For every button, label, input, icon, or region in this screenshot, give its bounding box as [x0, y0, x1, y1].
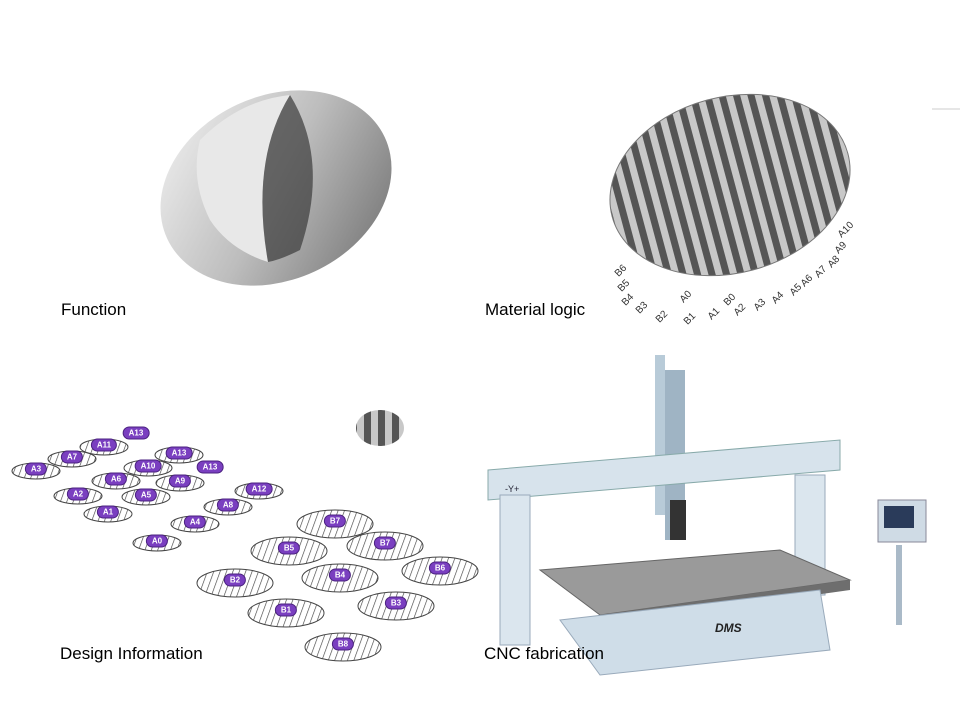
- design-piece-tag: A6: [104, 472, 128, 486]
- caption-cnc-fabrication: CNC fabrication: [484, 644, 604, 663]
- design-piece-tag: B7: [373, 536, 397, 550]
- design-piece-tag: A0: [145, 534, 169, 548]
- machine-axis-label: -Y+: [505, 484, 519, 494]
- design-piece-tag: A12: [245, 482, 273, 496]
- design-piece-tag: B7: [323, 514, 347, 528]
- design-piece-tag: A13: [165, 446, 193, 460]
- caption-function: Function: [61, 300, 127, 319]
- design-piece-tag: A10: [134, 459, 162, 473]
- function-shell-render: [160, 90, 392, 286]
- design-piece-tag: A2: [66, 487, 90, 501]
- design-piece-tag: A5: [134, 488, 158, 502]
- design-pieces: [11, 438, 479, 662]
- caption-design-information: Design Information: [60, 644, 203, 663]
- design-piece-tag: B1: [274, 603, 298, 617]
- design-piece-tag: B3: [384, 596, 408, 610]
- design-piece-tag: A8: [216, 498, 240, 512]
- design-piece-tag: A11: [90, 438, 118, 452]
- design-piece-tag: A7: [60, 450, 84, 464]
- design-piece-tag: A13: [196, 460, 224, 474]
- design-piece-tag: A1: [96, 505, 120, 519]
- design-piece-tag: B5: [277, 541, 301, 555]
- design-piece-tag: A3: [24, 462, 48, 476]
- design-piece-tag: A4: [183, 515, 207, 529]
- design-piece-tag: B2: [223, 573, 247, 587]
- material-logic-render: [609, 93, 851, 277]
- machine-brand: DMS: [715, 621, 742, 635]
- design-piece-tag: B8: [331, 637, 355, 651]
- caption-material-logic: Material logic: [485, 300, 586, 319]
- cnc-machine-photo: [487, 355, 927, 676]
- design-piece-tag: B4: [328, 568, 352, 582]
- design-piece-tag: B6: [428, 561, 452, 575]
- design-piece-tag: A9: [168, 474, 192, 488]
- design-piece-tag: A13: [122, 426, 150, 440]
- mini-model: [356, 410, 404, 446]
